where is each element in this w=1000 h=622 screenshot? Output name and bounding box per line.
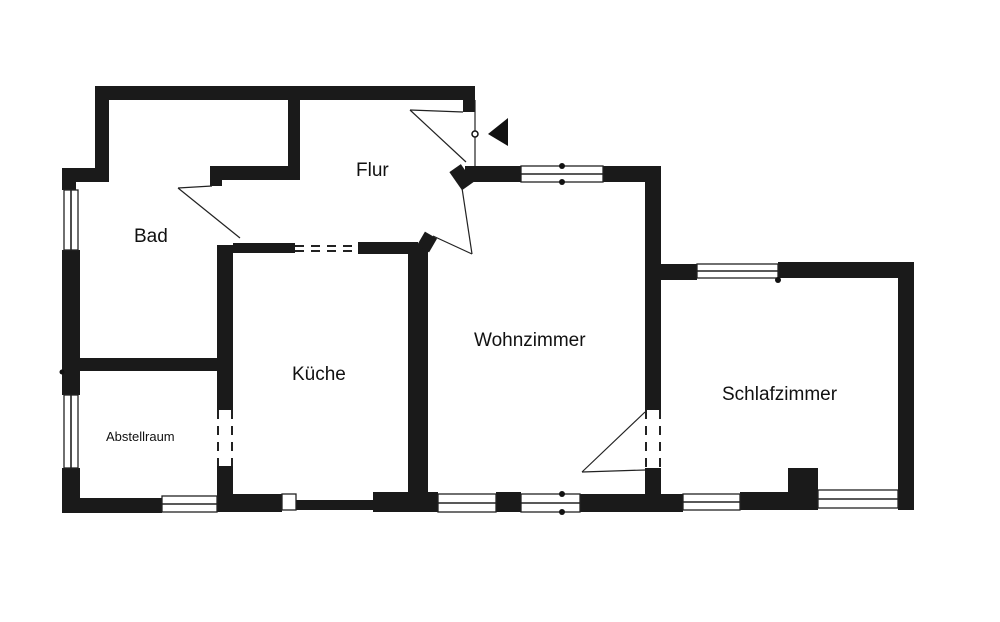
- room-label-kueche: Küche: [292, 364, 346, 385]
- room-label-flur: Flur: [356, 160, 389, 181]
- window-markers: [59, 163, 781, 515]
- windows: [63, 165, 899, 513]
- room-label-wohnzimmer: Wohnzimmer: [474, 330, 586, 351]
- door-openings: [217, 245, 661, 468]
- room-label-abstellraum: Abstellraum: [106, 429, 175, 444]
- interior-walls: [76, 100, 818, 508]
- outer-walls: [62, 86, 914, 513]
- room-label-schlafzimmer: Schlafzimmer: [722, 384, 838, 405]
- room-label-bad: Bad: [134, 226, 168, 247]
- entrance-arrow-icon: [471, 118, 508, 146]
